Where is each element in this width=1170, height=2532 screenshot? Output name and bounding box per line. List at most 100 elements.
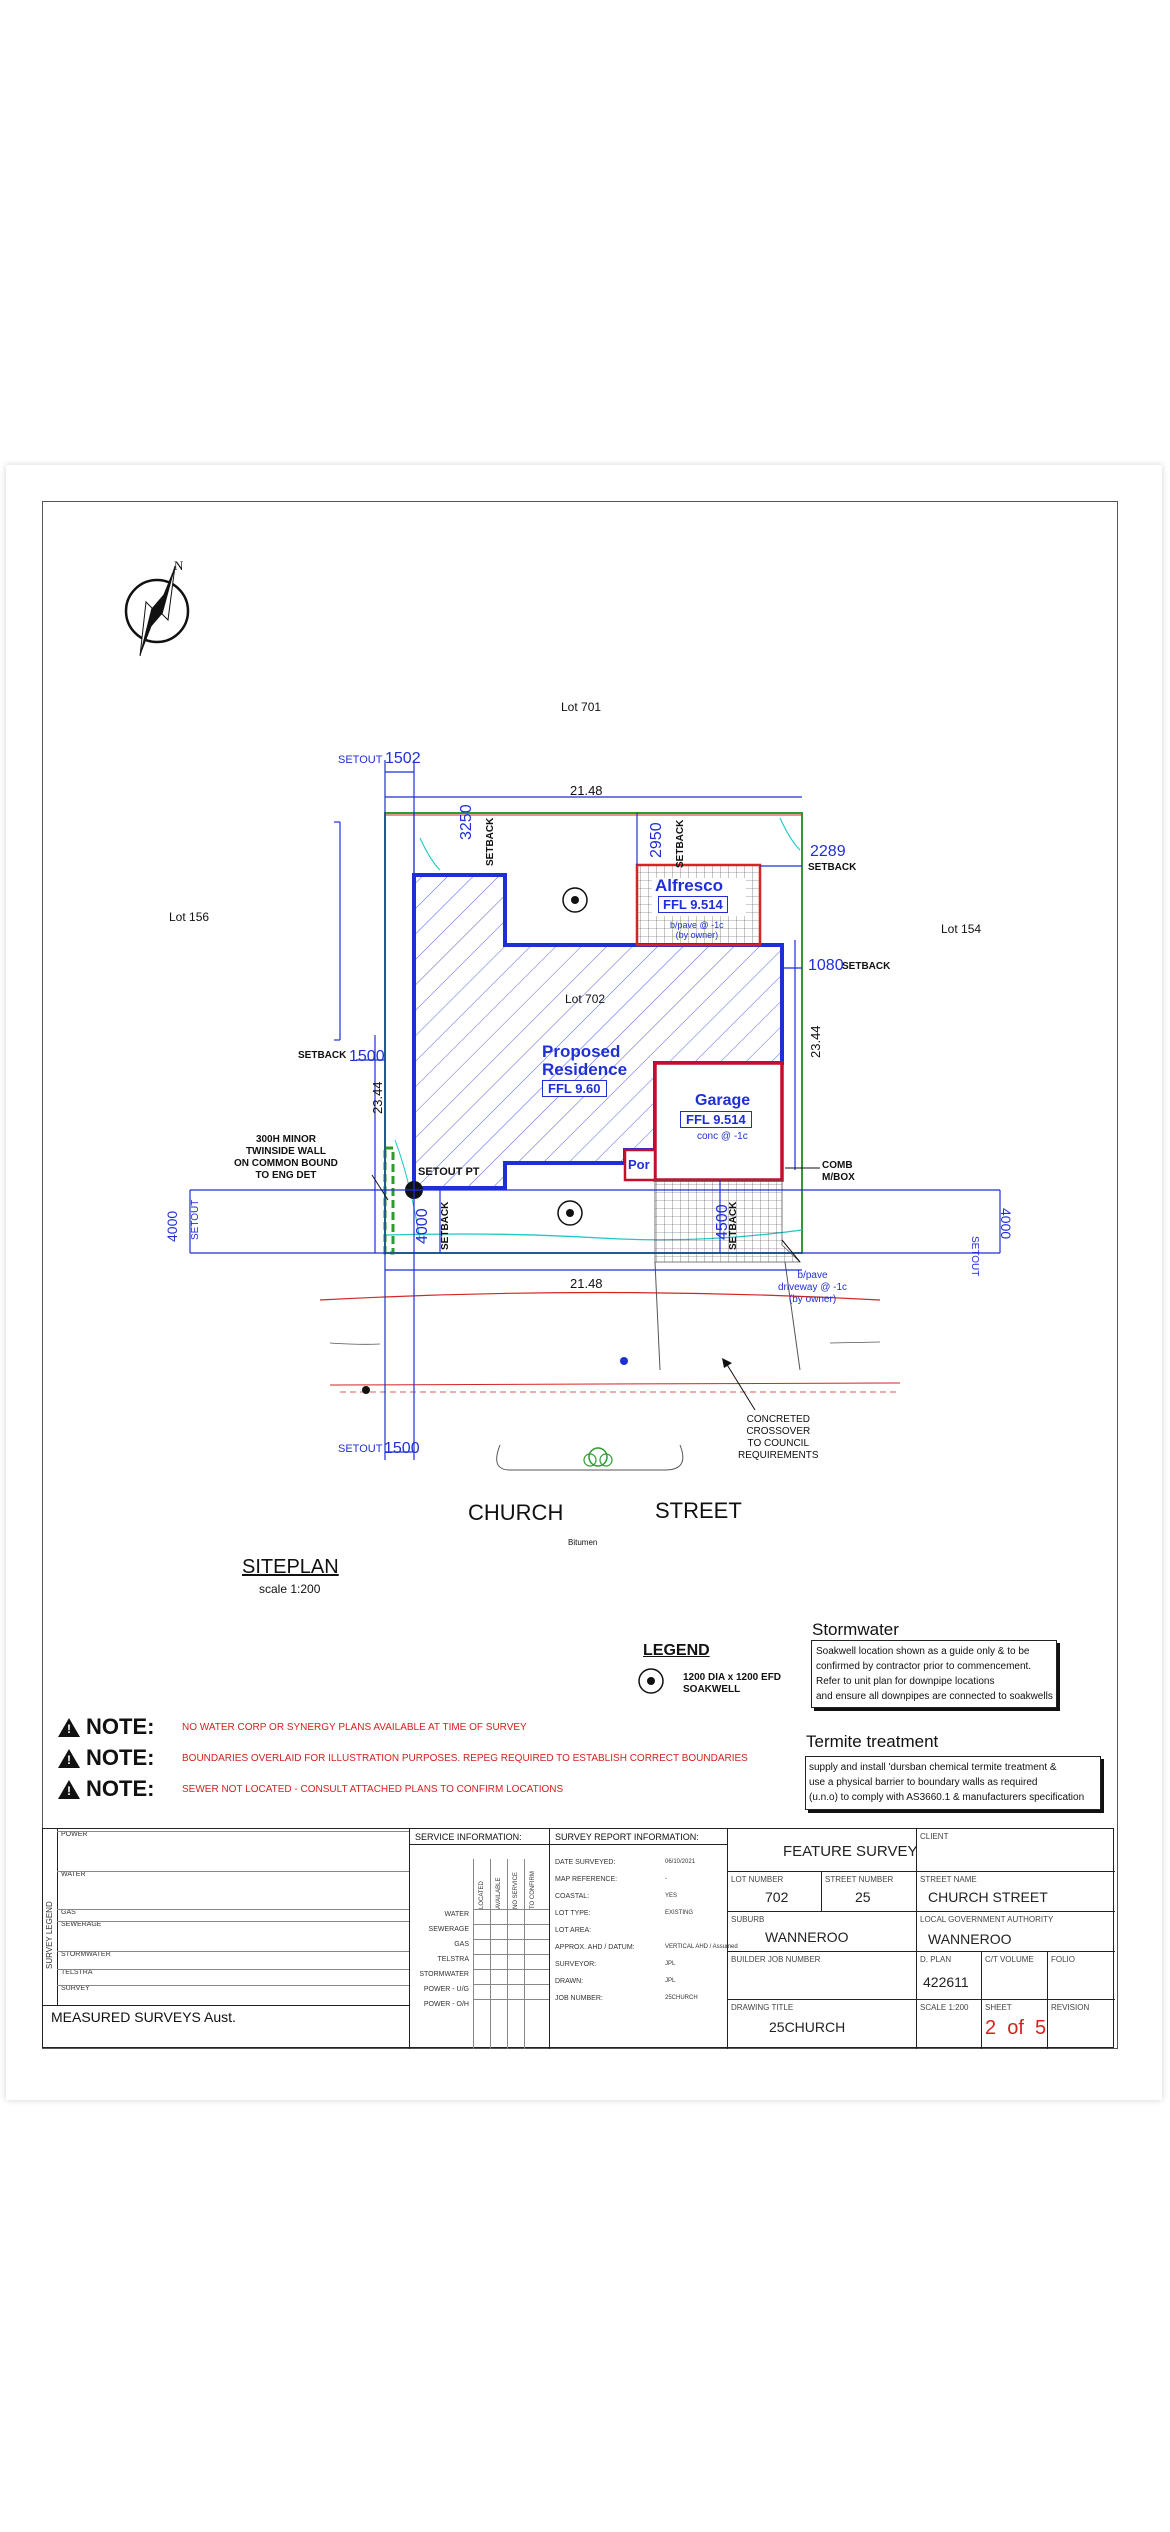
setback-label: SETBACK xyxy=(298,1050,347,1061)
note-text: NO WATER CORP OR SYNERGY PLANS AVAILABLE… xyxy=(182,1721,527,1733)
bitumen-label: Bitumen xyxy=(568,1538,598,1547)
note-text: SEWER NOT LOCATED - CONSULT ATTACHED PLA… xyxy=(182,1783,564,1795)
service-column-header: LOCATED xyxy=(479,1881,485,1909)
street-name-right: STREET xyxy=(655,1498,742,1523)
porch-label: Por xyxy=(628,1157,650,1172)
folio-label: FOLIO xyxy=(1051,1955,1076,1964)
stormwater-text: Soakwell location shown as a guide only … xyxy=(816,1646,1053,1702)
street-tree-icon xyxy=(583,1447,613,1467)
dim-4000-left: 4000 xyxy=(164,1210,180,1242)
dim-2950: 2950 xyxy=(648,822,665,858)
report-row-value: JPL xyxy=(665,1978,676,1984)
sheet-number: 2 of 5 xyxy=(985,2017,1047,2039)
service-info-title: SERVICE INFORMATION: xyxy=(415,1832,522,1842)
dim-1080: 1080 xyxy=(808,957,844,974)
note-label: NOTE: xyxy=(86,1776,155,1801)
ct-volume-label: C/T VOLUME xyxy=(985,1955,1034,1964)
garage-note: conc @ -1c xyxy=(697,1131,748,1142)
crossover-note: CONCRETED CROSSOVER TO COUNCIL REQUIREME… xyxy=(738,1414,819,1461)
setout-label: SETOUT xyxy=(338,754,383,766)
report-row-value: 25CHURCH xyxy=(665,1995,698,2001)
warning-icon: ! xyxy=(58,1717,80,1737)
soakwell-icon xyxy=(557,1200,583,1226)
report-info-title: SURVEY REPORT INFORMATION: xyxy=(555,1832,699,1842)
sheet-label: SHEET xyxy=(985,2003,1012,2012)
legend-category-label: TELSTRA xyxy=(61,1969,93,1976)
street-name-left: CHURCH xyxy=(468,1500,564,1525)
report-row-label: DATE SURVEYED: xyxy=(555,1859,616,1866)
note-label: NOTE: xyxy=(86,1745,155,1770)
lot-154-label: Lot 154 xyxy=(941,922,982,936)
service-row-label: POWER - U/G xyxy=(423,1986,469,1993)
termite-text: supply and install 'dursban chemical ter… xyxy=(809,1762,1085,1803)
legend-category-label: STORMWATER xyxy=(61,1951,111,1958)
service-column-header: TO CONFIRM xyxy=(530,1871,536,1909)
lot-701-label: Lot 701 xyxy=(561,700,602,714)
setback-label: SETBACK xyxy=(675,819,686,868)
soakwell-legend-icon xyxy=(638,1668,664,1694)
legend-category-label: WATER xyxy=(61,1871,86,1878)
report-row-label: JOB NUMBER: xyxy=(555,1995,603,2002)
soakwell-icon xyxy=(562,887,588,913)
report-row-value: VERTICAL AHD / Assumed xyxy=(665,1944,738,1950)
lot-number: 702 xyxy=(765,1889,789,1905)
lot-156-label: Lot 156 xyxy=(169,910,210,924)
setback-label: SETBACK xyxy=(440,1201,451,1250)
dim-21-48-bottom: 21.48 xyxy=(570,1276,603,1291)
warning-icon: ! xyxy=(58,1779,80,1799)
setout-label: SETOUT xyxy=(338,1443,383,1455)
note-text: BOUNDARIES OVERLAID FOR ILLUSTRATION PUR… xyxy=(182,1752,748,1764)
termite-box: supply and install 'dursban chemical ter… xyxy=(805,1756,1101,1810)
setout-pt-label: SETOUT PT xyxy=(418,1166,480,1178)
company-name: MEASURED SURVEYS Aust. xyxy=(51,2009,236,2025)
report-row-label: APPROX. AHD / DATUM: xyxy=(555,1944,635,1951)
stormwater-box: Soakwell location shown as a guide only … xyxy=(811,1640,1057,1708)
report-row-label: LOT TYPE: xyxy=(555,1910,591,1917)
lot-702-label: Lot 702 xyxy=(565,992,606,1006)
street-name-label: STREET NAME xyxy=(920,1875,977,1884)
service-row-label: SEWERAGE xyxy=(428,1926,469,1933)
client-label: CLIENT xyxy=(920,1832,949,1841)
street-number: 25 xyxy=(855,1889,871,1905)
svg-text:N: N xyxy=(174,558,184,573)
termite-title: Termite treatment xyxy=(806,1732,939,1751)
residence-ffl: FFL 9.60 xyxy=(542,1080,607,1097)
dim-4000-left2: 4000 xyxy=(414,1208,431,1244)
service-row-label: GAS xyxy=(454,1941,469,1948)
scale-label: SCALE 1:200 xyxy=(920,2003,969,2012)
report-row-label: DRAWN: xyxy=(555,1978,584,1985)
drawing-sheet xyxy=(42,501,1118,2049)
report-row-value: JPL xyxy=(665,1961,676,1967)
setout-label: SETOUT xyxy=(969,1236,980,1277)
report-row-value: - xyxy=(665,1876,667,1882)
service-column-header: NO SERVICE xyxy=(513,1872,519,1909)
service-column-header: AVAILABLE xyxy=(496,1877,502,1909)
dim-21-48-top: 21.48 xyxy=(570,783,603,798)
alfresco-label: Alfresco xyxy=(655,876,724,895)
note-row: ! NOTE: BOUNDARIES OVERLAID FOR ILLUSTRA… xyxy=(58,1745,748,1771)
report-row-value: EXISTING xyxy=(665,1910,694,1916)
siteplan-title: SITEPLAN xyxy=(242,1556,339,1578)
setout-label: SETOUT xyxy=(190,1199,201,1240)
dim-2289: 2289 xyxy=(810,843,846,860)
revision-label: REVISION xyxy=(1051,2003,1090,2012)
porch xyxy=(623,1148,657,1182)
drawing-page xyxy=(6,465,1162,2100)
warning-icon: ! xyxy=(58,1748,80,1768)
builder-job-label: BUILDER JOB NUMBER xyxy=(731,1955,821,1964)
alfresco-ffl: FFL 9.514 xyxy=(658,896,728,913)
street-number-label: STREET NUMBER xyxy=(825,1875,894,1884)
dplan-label: D. PLAN xyxy=(920,1955,952,1964)
report-row-label: COASTAL: xyxy=(555,1893,590,1900)
dim-23-44-left: 23.44 xyxy=(370,1081,385,1114)
alfresco-note: b/pave @ -1c (by owner) xyxy=(670,920,724,940)
garage-label: Garage xyxy=(695,1092,751,1109)
drawing-title-label: DRAWING TITLE xyxy=(731,2003,794,2012)
north-arrow-icon: N xyxy=(124,558,190,657)
siteplan-scale: scale 1:200 xyxy=(259,1582,321,1596)
suburb: WANNEROO xyxy=(765,1929,849,1945)
report-row-label: MAP REFERENCE: xyxy=(555,1876,618,1883)
report-row-label: LOT AREA: xyxy=(555,1927,592,1934)
dim-4000-right: 4000 xyxy=(998,1208,1014,1240)
dim-1500-top: 1500 xyxy=(349,1048,385,1065)
